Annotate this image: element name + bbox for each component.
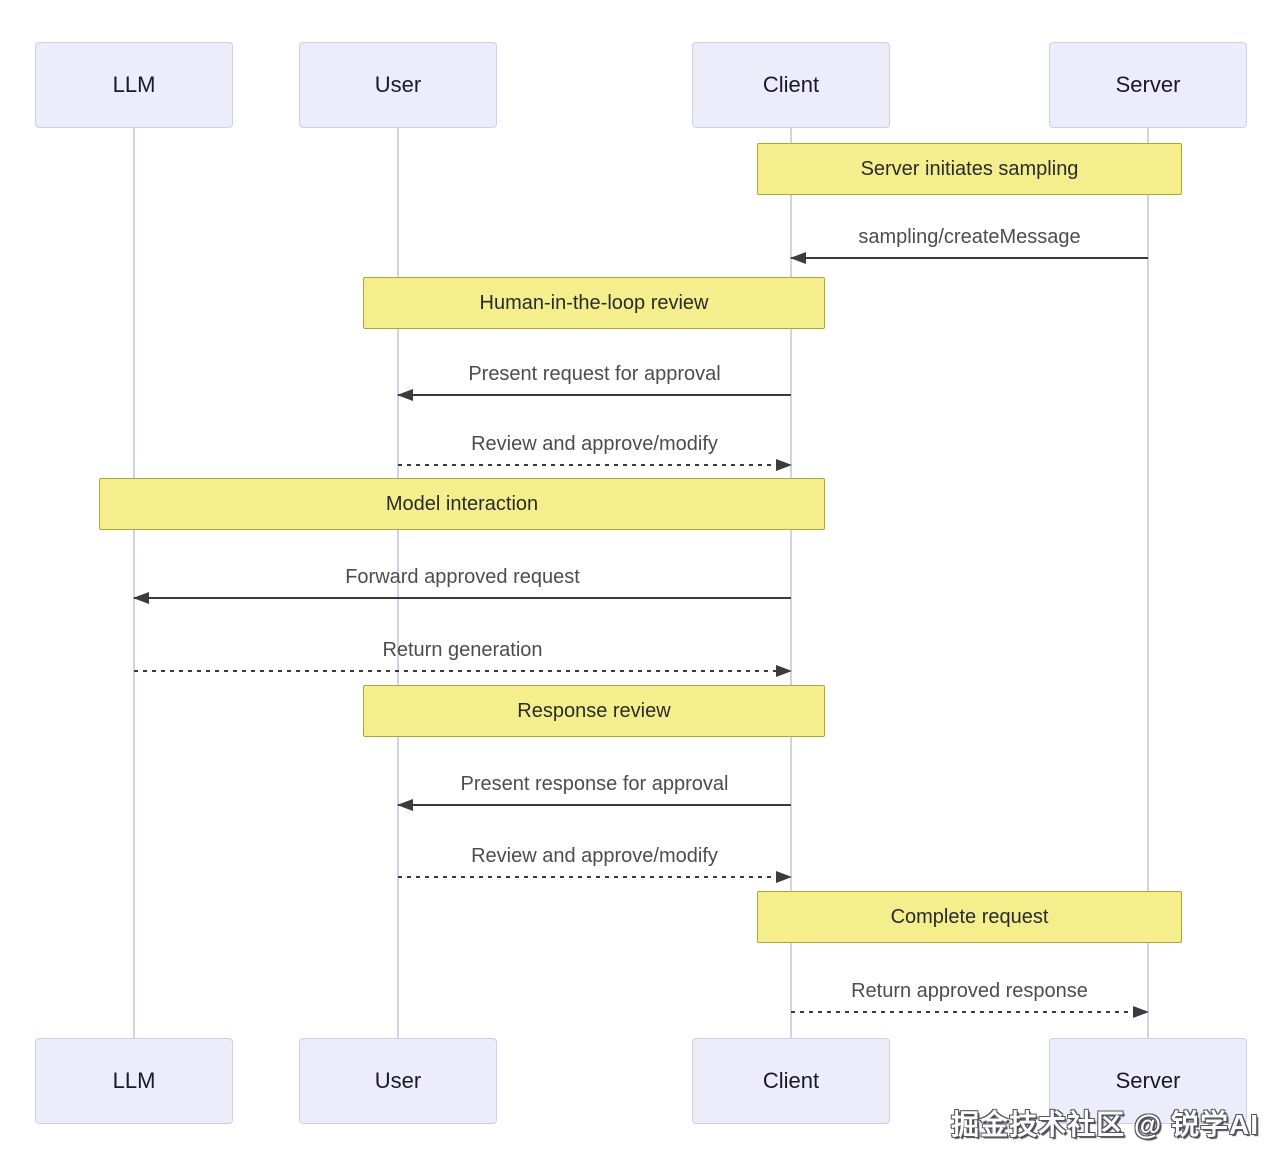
message-line-solid [398,394,791,396]
lifeline-llm [133,128,135,1038]
actor-llm-bottom: LLM [35,1038,233,1124]
arrowhead-left-icon [133,592,149,604]
message-line-dotted [398,876,791,878]
message-line-solid [791,257,1148,259]
actor-label: Client [762,1068,820,1093]
arrowhead-right-icon [1133,1006,1149,1018]
note-response-review: Response review [363,685,825,737]
message-return-generation: Return generation [134,634,792,678]
note-label: Human-in-the-loop review [479,291,709,314]
arrowhead-right-icon [776,871,792,883]
message-line-solid [398,804,791,806]
arrowhead-left-icon [790,252,806,264]
message-label: Return approved response [851,980,1088,1002]
message-review-and-approve-modify-response: Review and approve/modify [398,840,792,884]
message-review-and-approve-modify-request: Review and approve/modify [398,428,792,472]
actor-client-top: Client [692,42,890,128]
message-line-dotted [791,1011,1148,1013]
message-label: Return generation [382,639,543,661]
arrowhead-right-icon [776,665,792,677]
actor-label: User [374,1068,422,1093]
note-label: Server initiates sampling [860,157,1079,180]
actor-label: LLM [112,72,156,97]
actor-label: Server [1115,72,1181,97]
actor-label: Client [762,72,820,97]
actor-client-bottom: Client [692,1038,890,1124]
watermark: 掘金技术社区 @ 锐学AI [951,1109,1259,1140]
message-present-request-for-approval: Present request for approval [397,358,791,402]
arrowhead-left-icon [397,799,413,811]
message-line-solid [134,597,791,599]
actor-server-top: Server [1049,42,1247,128]
lifeline-user [397,128,399,1038]
actor-user-bottom: User [299,1038,497,1124]
actor-label: LLM [112,1068,156,1093]
note-label: Response review [517,699,671,722]
message-return-approved-response: Return approved response [791,975,1149,1019]
message-present-response-for-approval: Present response for approval [397,768,791,812]
message-label: Present request for approval [468,363,721,385]
message-label: Forward approved request [345,566,580,588]
note-human-in-the-loop-review: Human-in-the-loop review [363,277,825,329]
message-forward-approved-request: Forward approved request [133,561,791,605]
actor-llm-top: LLM [35,42,233,128]
actor-label: User [374,72,422,97]
message-label: Review and approve/modify [471,845,718,867]
message-label: sampling/createMessage [858,226,1081,248]
message-line-dotted [398,464,791,466]
message-sampling-create-message: sampling/createMessage [790,221,1148,265]
arrowhead-right-icon [776,459,792,471]
arrowhead-left-icon [397,389,413,401]
message-label: Review and approve/modify [471,433,718,455]
actor-server-bottom: Server [1049,1038,1247,1124]
actor-label: Server [1115,1068,1181,1093]
actor-user-top: User [299,42,497,128]
message-label: Present response for approval [460,773,729,795]
lifeline-client [790,128,792,1038]
note-label: Model interaction [385,492,539,515]
message-line-dotted [134,670,791,672]
note-model-interaction: Model interaction [99,478,825,530]
note-complete-request: Complete request [757,891,1182,943]
lifeline-server [1147,128,1149,1038]
note-label: Complete request [890,905,1049,928]
note-server-initiates-sampling: Server initiates sampling [757,143,1182,195]
